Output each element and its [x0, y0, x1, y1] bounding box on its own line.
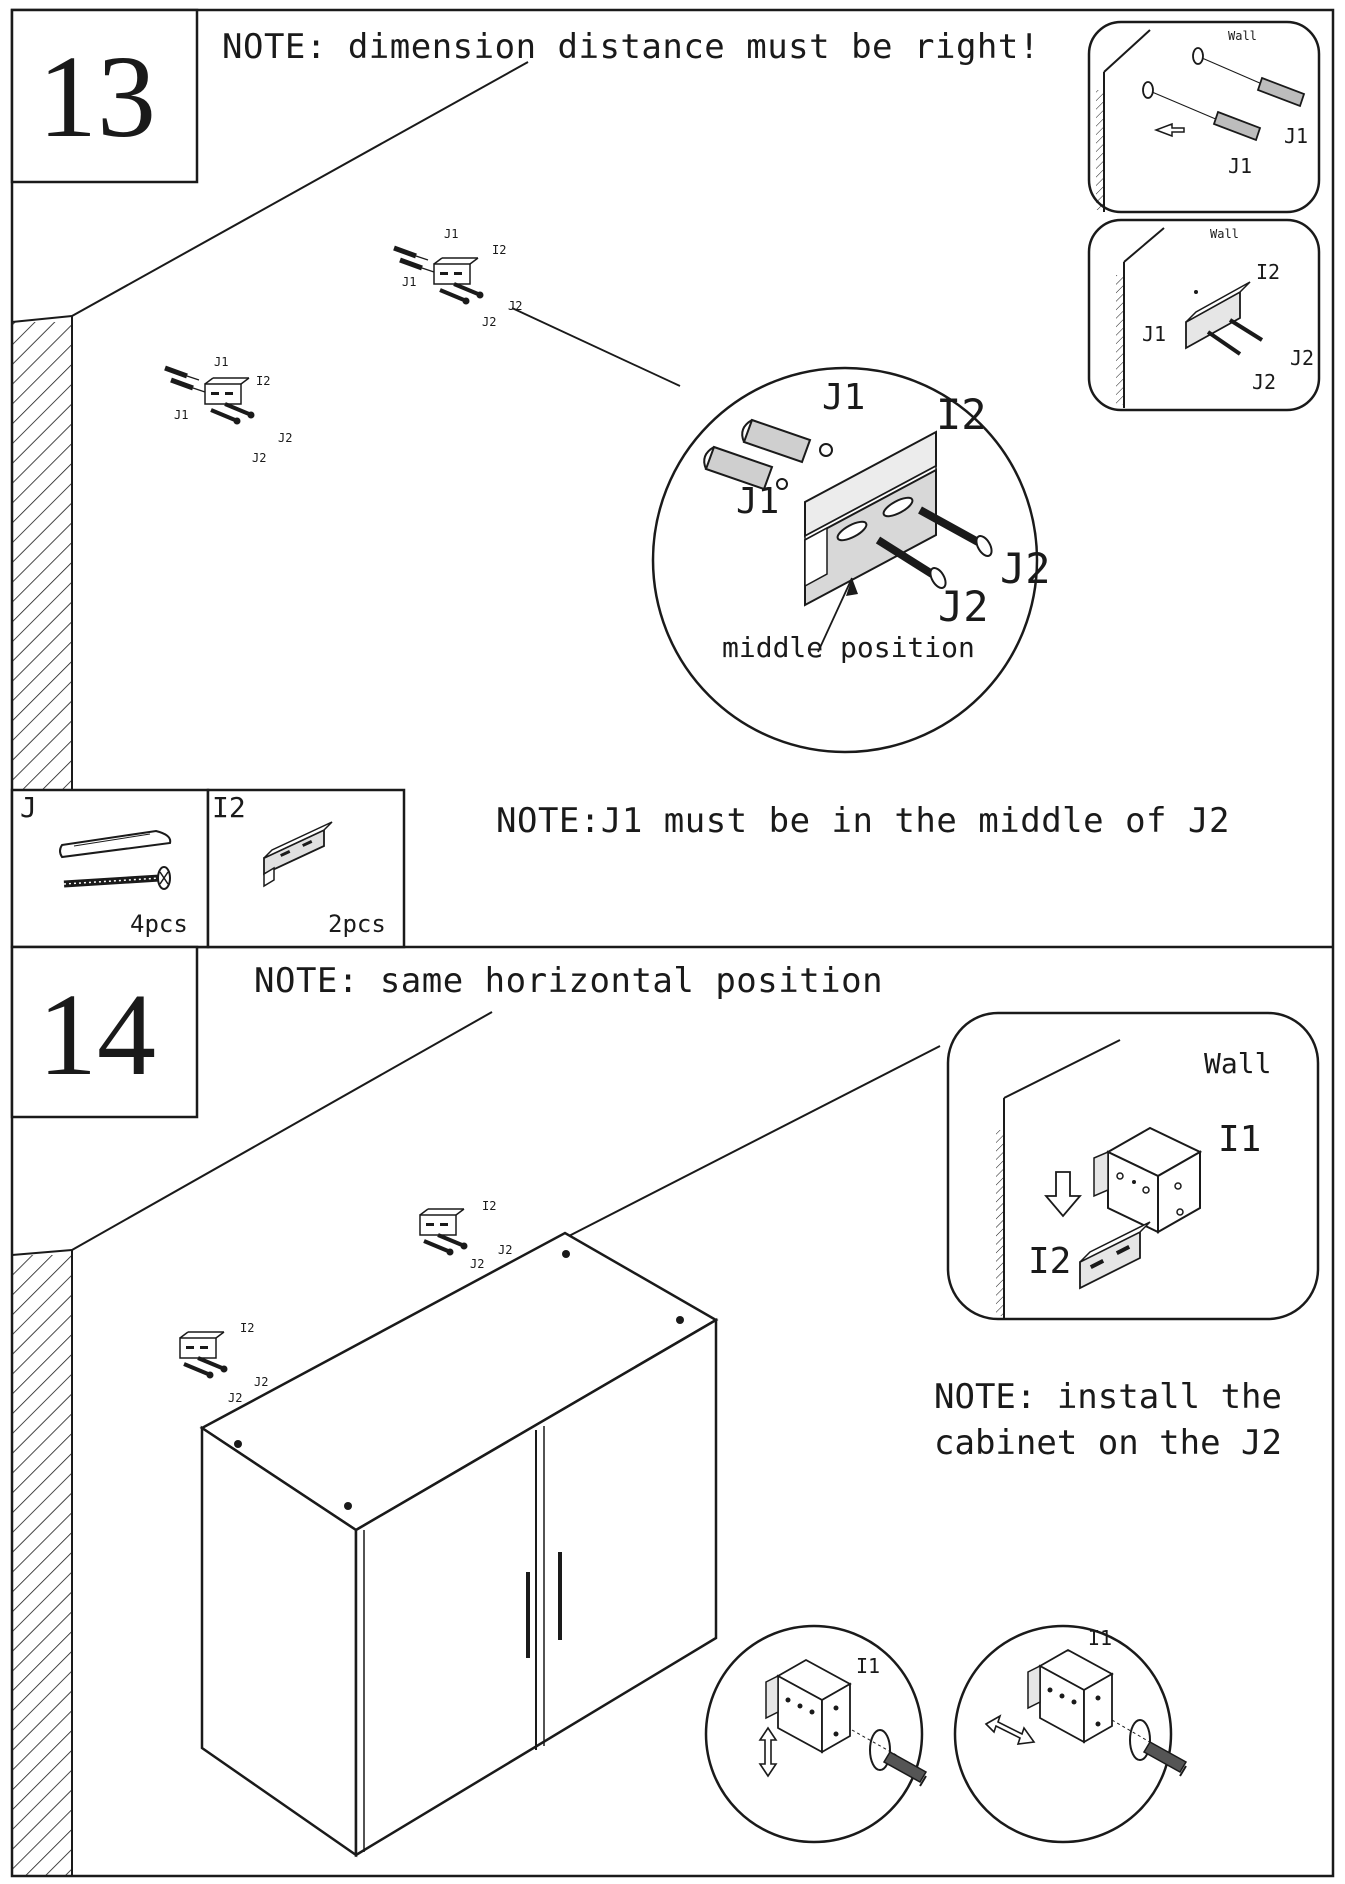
- bracket-label-j1b: J1: [174, 408, 189, 422]
- part-screw-icon: [63, 866, 171, 890]
- bracket-label-j1a: J1: [214, 355, 229, 369]
- detail-circle-horizontal: [953, 1624, 1173, 1844]
- step-13-number-box: [10, 8, 199, 184]
- wall-cabinet-drawing: [199, 1231, 719, 1858]
- step-13-note-top: NOTE: dimension distance must be right!: [222, 27, 1040, 67]
- step-14-number-box: [10, 945, 199, 1119]
- bracket14-label-j2a: J2: [498, 1243, 513, 1257]
- zoom-label-i2: I2: [936, 390, 987, 439]
- bracket-label-j2a: J2: [278, 431, 293, 445]
- step-13-number: 13: [38, 31, 156, 162]
- bracket14-label-i2a: I2: [482, 1199, 497, 1213]
- parts-box-i2: [206, 788, 406, 949]
- part-i2-code: I2: [212, 791, 246, 824]
- detail2-i1-label: I1: [1088, 1626, 1113, 1650]
- inset2-j2-right-label: J2: [1290, 346, 1315, 370]
- part-i2-qty: 2pcs: [328, 910, 386, 938]
- inset14-wall-label: Wall: [1204, 1047, 1272, 1080]
- inset1-j1-right-label: J1: [1284, 124, 1309, 148]
- parts-box-j: [10, 788, 210, 949]
- inset1-wall-label: Wall: [1228, 29, 1257, 43]
- bracket-left-14: [179, 1331, 230, 1381]
- inset2-j2-bottom-label: J2: [1252, 370, 1277, 394]
- bracket-label-i2a: I2: [256, 374, 271, 388]
- part-bracket-icon: [263, 821, 333, 888]
- bracket-label-j1d: J1: [402, 275, 417, 289]
- zoom-bracket-i2: [804, 430, 937, 607]
- inset2-i2-label: I2: [1256, 260, 1281, 284]
- part-j-qty: 4pcs: [130, 910, 188, 938]
- bracket-label-j2b: J2: [252, 451, 267, 465]
- bracket-label-i2b: I2: [492, 243, 507, 257]
- step-14-note-right-line1: NOTE: install the: [934, 1377, 1282, 1417]
- step-14-number: 14: [38, 969, 156, 1100]
- wall-hatching-13: [12, 322, 72, 790]
- zoom-label-j2-bottom: J2: [938, 582, 989, 631]
- detail1-i1-label: I1: [856, 1654, 881, 1678]
- inset14-i1-label: I1: [1218, 1119, 1262, 1160]
- inset2-j1-label: J1: [1142, 322, 1167, 346]
- part-j-code: J: [20, 791, 37, 824]
- zoom-label-j1-bottom: J1: [736, 481, 780, 522]
- zoom-anchor-j1-bottom: [703, 445, 788, 491]
- step-14-note-top: NOTE: same horizontal position: [254, 961, 884, 1001]
- inset2-wall-label: Wall: [1210, 227, 1239, 241]
- wall-hatching-14: [12, 1255, 72, 1876]
- step-14-note-right-line2: cabinet on the J2: [934, 1423, 1282, 1463]
- bracket14-label-j2b: J2: [470, 1257, 485, 1271]
- bracket14-label-j2c: J2: [254, 1375, 269, 1389]
- zoom-screw-j2-right: [918, 506, 993, 557]
- inset-anchor-wall: [1087, 20, 1321, 214]
- inset14-i2-label: I2: [1028, 1241, 1072, 1282]
- bracket-label-j2d: J2: [482, 315, 497, 329]
- bracket-label-j2c: J2: [508, 299, 523, 313]
- zoom-anchor-j1-top: [741, 418, 833, 464]
- bracket-right-14: [419, 1208, 470, 1258]
- bracket14-label-i2b: I2: [240, 1321, 255, 1335]
- zoom-label-j1-top: J1: [822, 377, 866, 418]
- part-anchor-icon: [59, 829, 172, 859]
- inset1-j1-bottom-label: J1: [1228, 154, 1253, 178]
- bracket14-label-j2d: J2: [228, 1391, 243, 1405]
- step-13-note-bottom: NOTE:J1 must be in the middle of J2: [496, 801, 1230, 841]
- bracket-label-j1c: J1: [444, 227, 459, 241]
- zoom-screw-j2-bottom: [875, 536, 947, 589]
- zoom-caption-middle-position: middle position: [722, 631, 975, 664]
- zoom-label-j2-right: J2: [1000, 544, 1051, 593]
